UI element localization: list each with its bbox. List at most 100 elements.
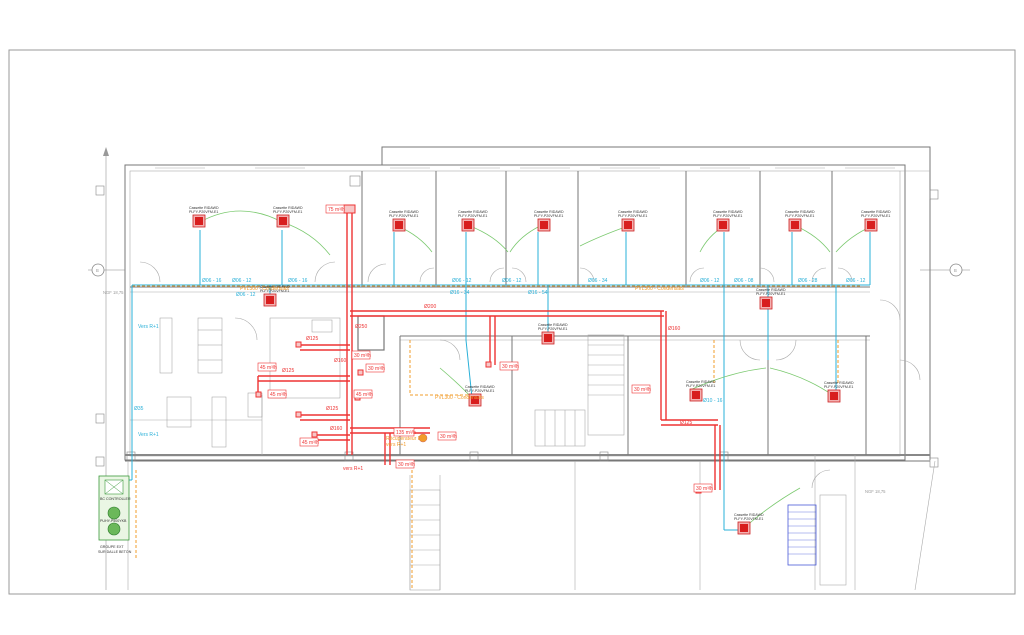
airflow-label: 30 m³/h (398, 462, 415, 468)
unit-model: PLFY-P20VFM-E1 (734, 517, 763, 521)
airflow-label: 45 m³/h (260, 365, 277, 371)
condensate-label: PVL300 - Condensats (435, 395, 484, 401)
duct-label: Ø160 (668, 326, 680, 332)
pipe-label: Ø06 - 16 (202, 278, 222, 284)
sheet-frame (8, 49, 1016, 595)
level-left: NGF 18,75 (103, 290, 124, 295)
grid-markers: B B NGF 18,75 NGF 18,75 (88, 263, 970, 494)
airflow-label: 45 m³/h (356, 392, 373, 398)
ventilation-ducts (255, 204, 721, 494)
airflow-label: 30 m³/h (440, 434, 457, 440)
unit-name: Cassette RIDAWD (734, 513, 764, 517)
unit-model: PLFY-P20VFM-E1 (389, 214, 418, 218)
condensate-lines (132, 285, 860, 590)
unit-model: PLFY-P20VFM-E1 (618, 214, 647, 218)
unit-name: Cassette RIDAWD (861, 210, 891, 214)
unit-model: PLFY-P20VFM-E1 (273, 210, 302, 214)
unit-name: Cassette RIDAWD (189, 206, 219, 210)
unit-model: PLFY-P20VFM-E1 (465, 389, 494, 393)
duct-label: Ø160 (334, 358, 346, 364)
unit-name: Cassette RIDAWD (273, 206, 303, 210)
unit-name: Cassette RIDAWD (538, 323, 568, 327)
refrigerant-labels: Ø06 - 16 Ø06 - 12 Ø06 - 16 Ø06 - 12 Ø16 … (134, 278, 866, 438)
furniture (159, 315, 385, 448)
duct-label: Ø160 (330, 426, 342, 432)
pipe-label: Ø06 - 12 (452, 278, 472, 284)
duct-label: Ø125 (326, 406, 338, 412)
lower-structure (127, 455, 936, 591)
pipe-label: Ø16 - 54 (528, 290, 548, 296)
airflow-label: 75 m³/h (328, 207, 345, 213)
pipe-vers-r1: Vers R+1 (138, 324, 159, 330)
building-walls (95, 146, 939, 468)
duct-label: Ø250 (355, 324, 367, 330)
airflow-label: 30 m³/h (696, 486, 713, 492)
unit-name: Cassette RIDAWD (534, 210, 564, 214)
unit-model: PLFY-P20VFM-E1 (538, 327, 567, 331)
heat-recovery-unit: Récupérateur EC vers R+1 (386, 433, 428, 448)
pipe-label: Ø06 - 34 (588, 278, 608, 284)
pipe-label: Ø10 - 16 (703, 398, 723, 404)
pipe-label: Ø06 - 12 (236, 292, 256, 298)
pipe-label: Ø06 - 12 (502, 278, 522, 284)
unit-name: Cassette RIDAWD (686, 380, 716, 384)
unit-name: Cassette RIDAWD (389, 210, 419, 214)
unit-name: Cassette RIDAWD (458, 210, 488, 214)
ventilation-labels: 75 m³/h Ø200 Ø250 Ø125 30 m³/h 30 m³/h 4… (257, 204, 713, 493)
pipe-label: Ø06 - 28 (798, 278, 818, 284)
pipe-label: Ø06 - 12 (232, 278, 252, 284)
duct-label: Ø200 (424, 304, 436, 310)
unit-model: PLFY-P20VFM-E1 (534, 214, 563, 218)
refrigerant-lines (118, 230, 871, 531)
duct-label: Ø125 (282, 368, 294, 374)
outdoor-label-mid: PUHY-P500YKB (100, 519, 127, 523)
unit-model: PLFY-P20VFM-E1 (756, 292, 785, 296)
outdoor-label-top: BC CONTROLLER (100, 497, 131, 501)
unit-model: PLFY-P20VFM-E1 (458, 214, 487, 218)
unit-model: PLFY-P20VFM-E1 (861, 214, 890, 218)
unit-model: PLFY-P20VFM-E1 (713, 214, 742, 218)
stairs (410, 334, 625, 566)
unit-name: Cassette RIDAWD (824, 381, 854, 385)
airflow-label: 45 m³/h (270, 392, 287, 398)
duct-label: Ø125 (680, 420, 692, 426)
unit-model: PLFY-P20VFM-E1 (260, 289, 289, 293)
condensate-labels: PVL300 - Condensats PVL300 - Condensats … (240, 286, 684, 401)
unit-model: PLFY-P20VFM-E1 (824, 385, 853, 389)
airflow-label: 30 m³/h (354, 353, 371, 359)
airflow-label: 30 m³/h (502, 364, 519, 370)
unit-model: PLFY-P20VFM-E1 (189, 210, 218, 214)
pipe-label: Ø16 - 34 (450, 290, 470, 296)
duct-label: Ø125 (306, 336, 318, 342)
airflow-label: 30 m³/h (634, 387, 651, 393)
recuperateur-line-2: vers R+1 (386, 442, 406, 448)
duct-vers-r1: vers R+1 (343, 466, 363, 472)
unit-name: Cassette RIDAWD (618, 210, 648, 214)
condensate-label: PVL300 - Condensats (240, 286, 289, 292)
unit-model: PLFY-P20VFM-E1 (785, 214, 814, 218)
outdoor-footer-1: GROUPE EXT (100, 545, 124, 549)
unit-name: Cassette RIDAWD (260, 285, 290, 289)
pipe-label: Ø35 (134, 406, 144, 412)
grid-b-left: B (96, 268, 99, 273)
pipe-label: Ø06 - 08 (734, 278, 754, 284)
unit-name: Cassette RIDAWD (465, 385, 495, 389)
pipe-label: Ø06 - 12 (700, 278, 720, 284)
pipe-vers-r1: Vers R+1 (138, 432, 159, 438)
level-right: NGF 18,75 (865, 489, 886, 494)
